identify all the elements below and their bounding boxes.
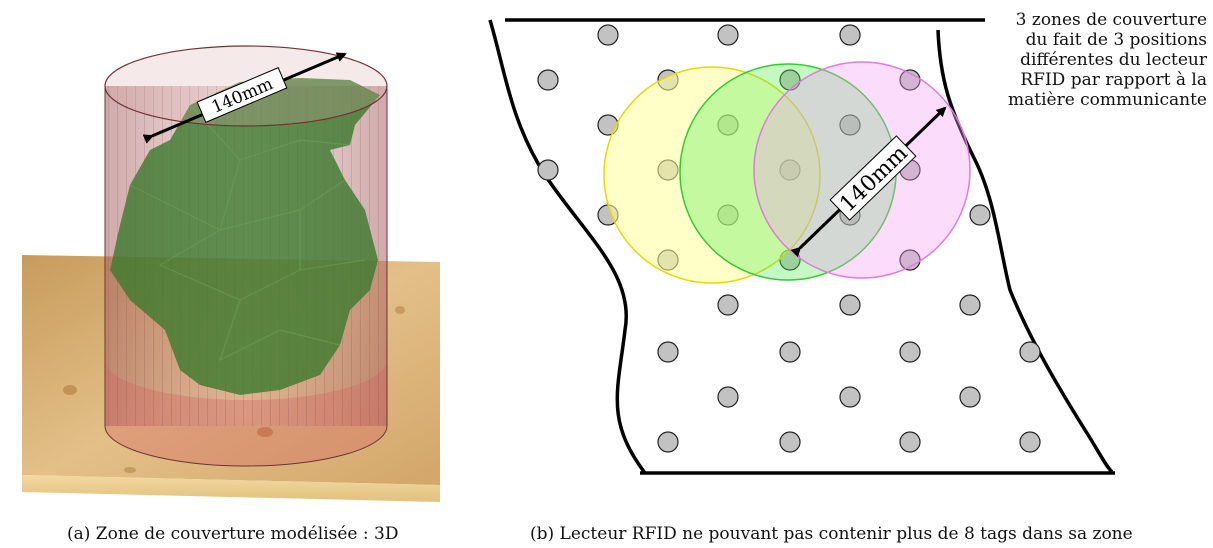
rfid-tag xyxy=(839,24,861,46)
annotation-line: matière communicante xyxy=(1007,90,1207,110)
rfid-tag xyxy=(779,341,801,363)
annotation-line: RFID par rapport à la xyxy=(1020,70,1207,90)
rfid-tag xyxy=(537,159,559,181)
rfid-tag xyxy=(717,294,739,316)
annotation-line: du fait de 3 positions xyxy=(1025,30,1207,50)
annotation-line: 3 zones de couverture xyxy=(1015,10,1207,30)
rfid-tag xyxy=(839,294,861,316)
caption-b: (b) Lecteur RFID ne pouvant pas contenir… xyxy=(530,524,1133,544)
panel-b-2d-coverage: 140mm xyxy=(488,18,1115,475)
rfid-tag xyxy=(1019,341,1041,363)
rfid-tag xyxy=(899,69,921,91)
rfid-tag xyxy=(779,431,801,453)
rfid-tag xyxy=(537,69,559,91)
rfid-tag xyxy=(597,24,619,46)
tag-grid xyxy=(537,24,1041,453)
rfid-tag xyxy=(899,341,921,363)
rfid-tag xyxy=(717,386,739,408)
rfid-tag xyxy=(899,431,921,453)
coverage-cylinder xyxy=(104,45,388,467)
rfid-tag xyxy=(969,204,991,226)
scanned-object xyxy=(110,78,380,395)
rfid-tag xyxy=(1019,431,1041,453)
rfid-tag xyxy=(839,386,861,408)
annotation-coverage-zones: 3 zones de couverture du fait de 3 posit… xyxy=(975,10,1207,110)
rfid-tag xyxy=(657,341,679,363)
panel-a-3d-model: 140mm xyxy=(22,45,440,502)
caption-a: (a) Zone de couverture modélisée : 3D xyxy=(67,524,399,544)
rfid-tag xyxy=(657,431,679,453)
rfid-tag xyxy=(717,24,739,46)
annotation-line: différentes du lecteur xyxy=(1020,50,1207,70)
rfid-tag xyxy=(959,294,981,316)
rfid-tag xyxy=(959,386,981,408)
